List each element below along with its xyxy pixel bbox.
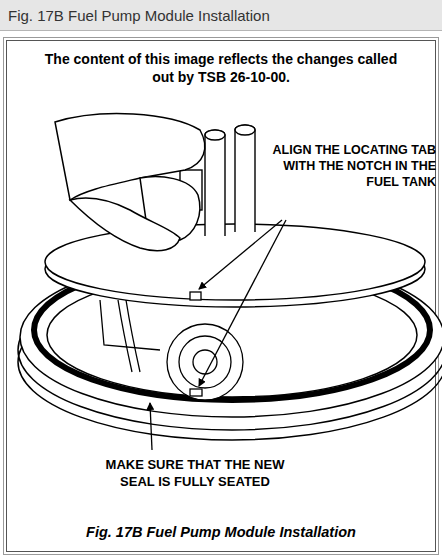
leader-line [199,220,282,289]
callout-label: ALIGN THE LOCATING TAB WITH THE NOTCH IN… [266,142,436,190]
thumb [70,198,180,251]
frame-outer [4,38,439,555]
pump-ring [179,336,231,388]
wire [118,300,132,372]
tank-notch [190,389,202,396]
fitting-top [205,130,225,140]
fitting-top [235,125,255,135]
figure-caption: Fig. 17B Fuel Pump Module Installation [12,523,430,541]
header-bar [0,0,442,30]
header-rule [0,30,442,31]
fuel-line-fitting [235,125,255,232]
bracket-line [100,300,160,350]
leader-lines [150,220,286,450]
leader-line [150,403,152,450]
pump-body [167,324,243,400]
wire [126,300,140,372]
hand [55,114,205,251]
pump-hub [193,350,217,374]
frame-inner [7,41,436,552]
leader-line [199,220,286,386]
figure-title: Fig. 17B Fuel Pump Module Installation [8,7,433,24]
pump-interior [100,300,243,400]
locating-tab [190,292,201,300]
module-flange [45,224,425,300]
tsb-note: The content of this image reflects the c… [38,50,404,86]
fuel-line-fitting [205,130,225,236]
callout-label: MAKE SURE THAT THE NEW SEAL IS FULLY SEA… [92,456,298,490]
